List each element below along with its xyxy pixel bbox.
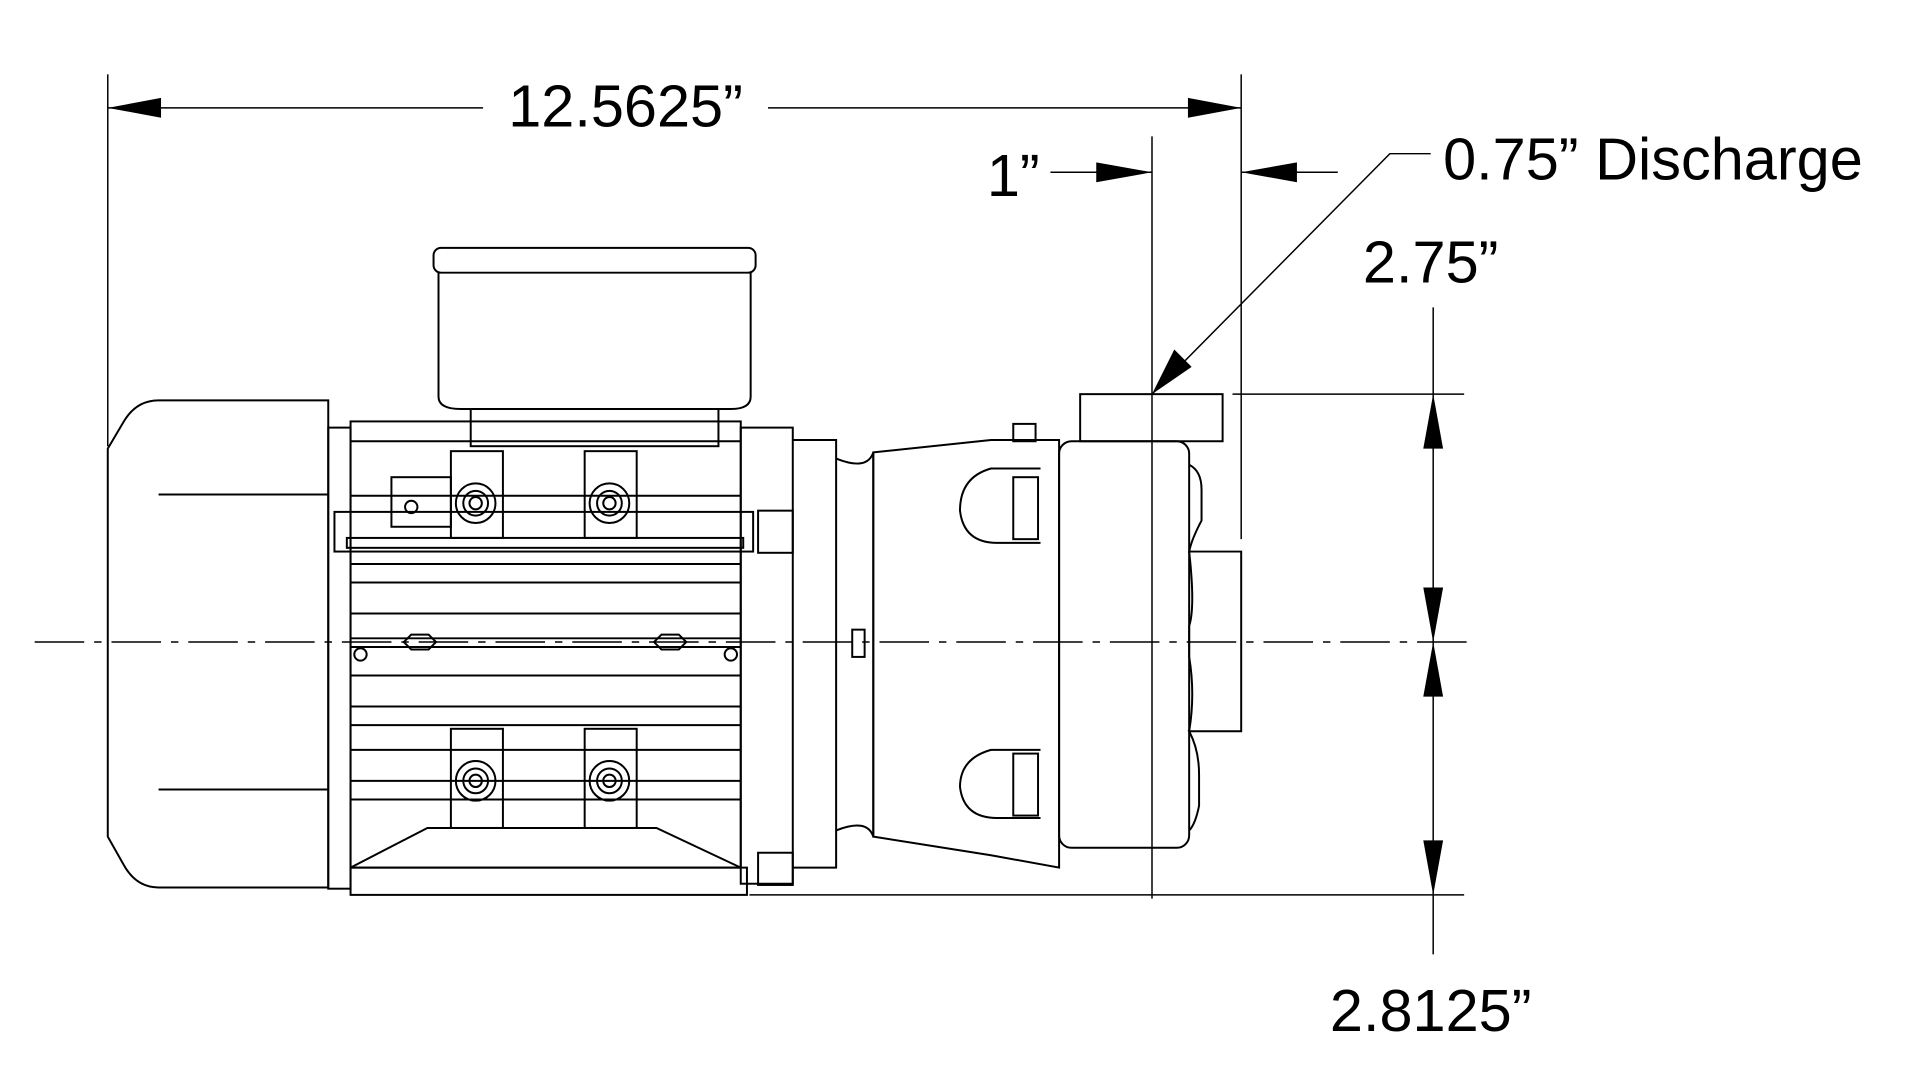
overall-length-dimension: 12.5625” bbox=[107, 72, 1242, 540]
overall-length-label: 12.5625” bbox=[508, 72, 743, 139]
bolt-icon bbox=[588, 760, 631, 802]
bolt-icon bbox=[454, 482, 497, 525]
fan-cover bbox=[106, 399, 352, 890]
motor-body bbox=[333, 420, 755, 896]
inlet-offset-dimension: 1” bbox=[987, 136, 1338, 899]
bolt-icon bbox=[454, 760, 497, 802]
discharge-label: 0.75” Discharge bbox=[1443, 126, 1863, 193]
pump-adapter bbox=[872, 422, 1061, 869]
discharge-leader: 0.75” Discharge bbox=[1151, 126, 1863, 395]
upper-height-label: 2.75” bbox=[1363, 229, 1499, 296]
cooling-fins bbox=[350, 494, 741, 801]
bolt-icon bbox=[588, 482, 631, 525]
lower-height-label: 2.8125” bbox=[1330, 977, 1532, 1044]
pump-volute bbox=[1058, 393, 1243, 849]
terminal-box bbox=[432, 246, 757, 448]
height-dimensions: 2.75” 2.8125” bbox=[749, 229, 1532, 1044]
inlet-offset-label: 1” bbox=[987, 142, 1040, 209]
motor-flange bbox=[739, 426, 875, 886]
